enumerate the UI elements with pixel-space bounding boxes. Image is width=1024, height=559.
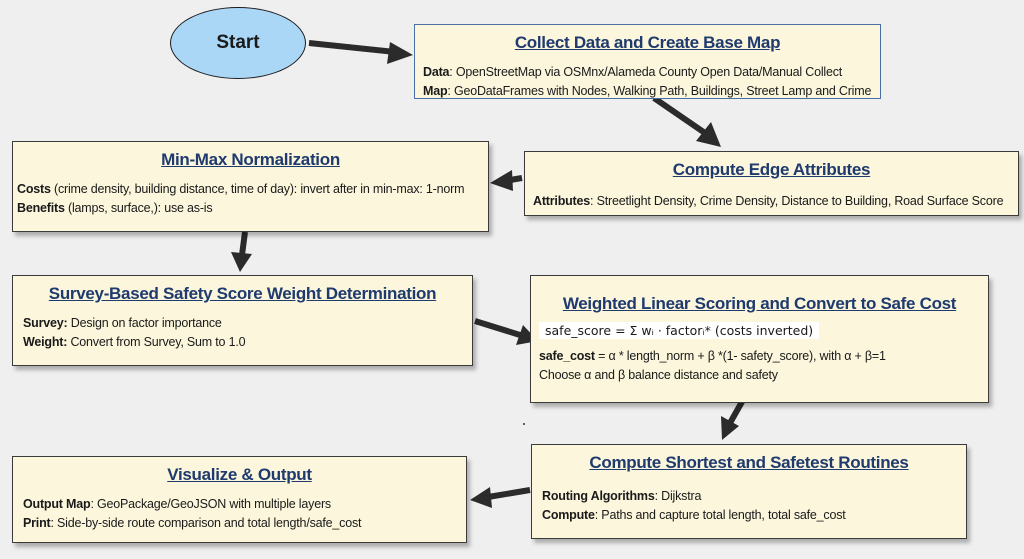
line-text: : OpenStreetMap via OSMnx/Alameda County… bbox=[449, 65, 843, 79]
alpha-beta-line: Choose α and β balance distance and safe… bbox=[539, 366, 980, 385]
arrow-weighted-to-shortest bbox=[727, 398, 746, 425]
survey-line: Survey: Design on factor importance bbox=[23, 314, 464, 333]
line-key: Routing Algorithms bbox=[542, 489, 655, 503]
safe-score-formula: safe_score = Σ wᵢ · factorᵢ* (costs inve… bbox=[539, 322, 820, 339]
shortest-routes-box: Compute Shortest and Safetest Routines R… bbox=[531, 444, 967, 539]
line-text: (crime density, building distance, time … bbox=[50, 182, 465, 196]
survey-weight-title: Survey-Based Safety Score Weight Determi… bbox=[48, 284, 437, 303]
survey-weight-box: Survey-Based Safety Score Weight Determi… bbox=[12, 275, 473, 366]
routing-line: Routing Algorithms: Dijkstra bbox=[542, 487, 958, 506]
print-line: Print: Side-by-side route comparison and… bbox=[23, 514, 458, 533]
arrow-collect-to-edge-head bbox=[696, 122, 721, 147]
line-text: : GeoPackage/GeoJSON with multiple layer… bbox=[90, 497, 331, 511]
weighted-scoring-box: Weighted Linear Scoring and Convert to S… bbox=[530, 275, 989, 403]
normalization-title: Min-Max Normalization bbox=[161, 150, 340, 169]
edge-attributes-title: Compute Edge Attributes bbox=[672, 160, 871, 179]
line-key: Benefits bbox=[17, 201, 65, 215]
edge-attributes-box: Compute Edge Attributes Attributes: Stre… bbox=[524, 151, 1019, 216]
safe-cost-line: safe_cost = α * length_norm + β *(1- saf… bbox=[539, 347, 980, 366]
stray-dot bbox=[523, 423, 525, 425]
line-key: Compute bbox=[542, 508, 595, 522]
edge-attributes-line: Attributes: Streetlight Density, Crime D… bbox=[533, 192, 1010, 211]
normalization-costs-line: Costs (crime density, building distance,… bbox=[17, 180, 480, 199]
weight-line: Weight: Convert from Survey, Sum to 1.0 bbox=[23, 333, 464, 352]
line-text: : Side-by-side route comparison and tota… bbox=[50, 516, 362, 530]
output-map-line: Output Map: GeoPackage/GeoJSON with mult… bbox=[23, 495, 458, 514]
line-key: Print bbox=[23, 516, 51, 530]
arrow-start-to-collect bbox=[308, 40, 396, 55]
line-text: Convert from Survey, Sum to 1.0 bbox=[67, 335, 246, 349]
arrow-weighted-to-shortest-head bbox=[721, 416, 739, 440]
arrow-start-to-collect-head bbox=[387, 42, 413, 64]
collect-data-box: Collect Data and Create Base Map Data: O… bbox=[414, 24, 881, 99]
line-key: Survey: bbox=[23, 316, 68, 330]
normalization-box: Min-Max Normalization Costs (crime densi… bbox=[12, 141, 489, 232]
line-text: (lamps, surface,): use as-is bbox=[64, 201, 213, 215]
weighted-scoring-title: Weighted Linear Scoring and Convert to S… bbox=[562, 294, 957, 313]
line-text: : GeoDataFrames with Nodes, Walking Path… bbox=[447, 84, 872, 98]
arrow-shortest-to-visualize-head bbox=[470, 487, 492, 508]
line-key: Output Map bbox=[23, 497, 91, 511]
line-text: Choose α and β balance distance and safe… bbox=[539, 368, 778, 382]
normalization-benefits-line: Benefits (lamps, surface,): use as-is bbox=[17, 199, 480, 218]
collect-data-title: Collect Data and Create Base Map bbox=[514, 33, 781, 52]
start-label: Start bbox=[216, 32, 260, 53]
arrow-norm-to-survey-head bbox=[231, 252, 252, 272]
arrow-collect-to-edge bbox=[652, 95, 707, 136]
arrow-shortest-to-visualize bbox=[487, 487, 531, 500]
arrow-norm-to-survey bbox=[239, 231, 248, 256]
visualize-output-box: Visualize & Output Output Map: GeoPackag… bbox=[12, 456, 467, 543]
visualize-output-title: Visualize & Output bbox=[167, 465, 312, 484]
line-key: Attributes bbox=[533, 194, 591, 208]
arrow-edge-to-norm-head bbox=[490, 170, 513, 191]
line-text: : Paths and capture total length, total … bbox=[594, 508, 846, 522]
line-text: Design on factor importance bbox=[67, 316, 222, 330]
shortest-routes-title: Compute Shortest and Safetest Routines bbox=[589, 453, 909, 472]
line-key: Map bbox=[423, 84, 448, 98]
arrow-survey-to-weighted bbox=[474, 318, 521, 338]
collect-map-line: Map: GeoDataFrames with Nodes, Walking P… bbox=[423, 82, 872, 101]
line-key: Data bbox=[423, 65, 450, 79]
line-text: : Streetlight Density, Crime Density, Di… bbox=[590, 194, 1004, 208]
line-key: Costs bbox=[17, 182, 51, 196]
compute-line: Compute: Paths and capture total length,… bbox=[542, 506, 958, 525]
collect-data-line: Data: OpenStreetMap via OSMnx/Alameda Co… bbox=[423, 63, 872, 82]
line-text: : Dijkstra bbox=[654, 489, 702, 503]
line-key: safe_cost bbox=[539, 349, 595, 363]
line-text: = α * length_norm + β *(1- safety_score)… bbox=[594, 349, 886, 363]
start-node: Start bbox=[170, 7, 306, 79]
line-key: Weight: bbox=[23, 335, 68, 349]
